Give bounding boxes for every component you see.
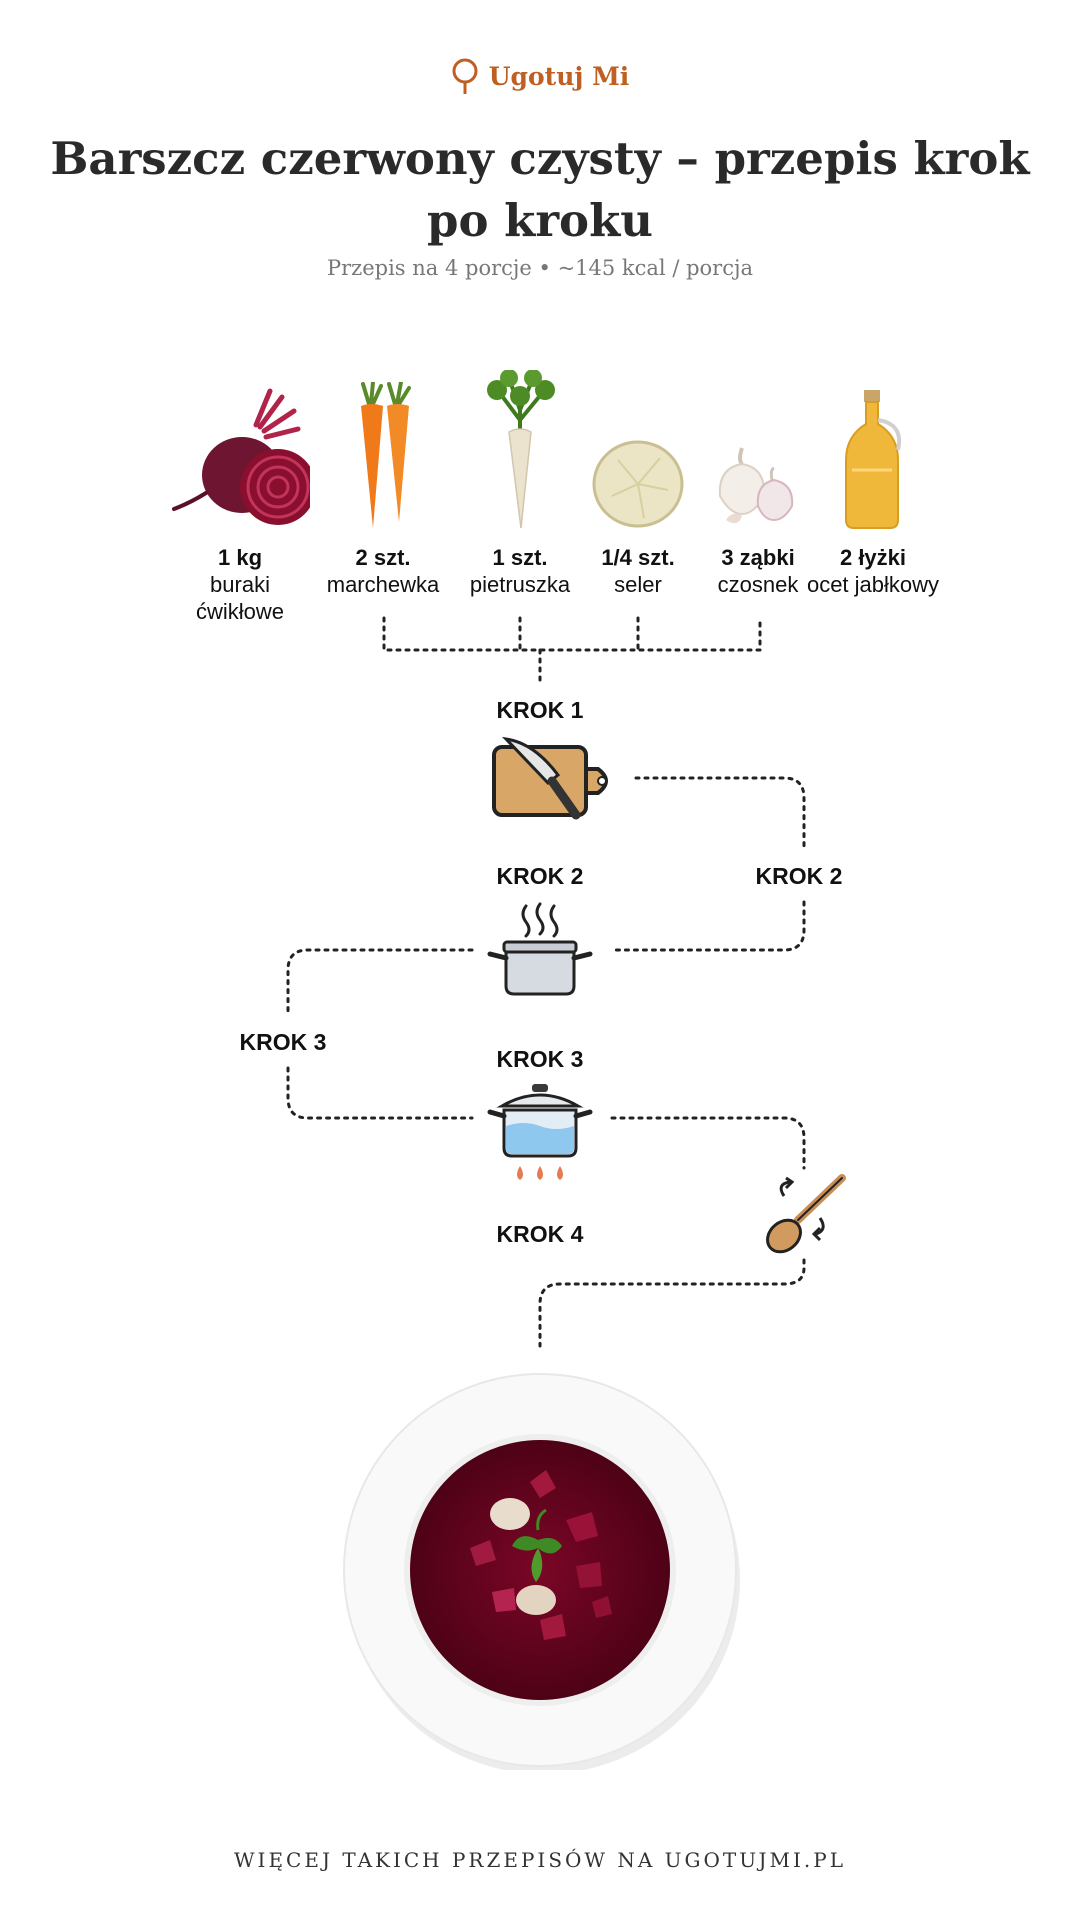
ingredient-qty: 1/4 szt. <box>601 545 675 570</box>
footer-link-text[interactable]: WIĘCEJ TAKICH PRZEPISÓW NA UGOTUJMI.PL <box>233 1848 847 1872</box>
step3-side-label: KROK 3 <box>239 1029 327 1055</box>
ingredient-celery-root: 1/4 szt.seler <box>568 380 708 598</box>
brand: Ugotuj Mi <box>0 58 1080 94</box>
ingredient-carrot: 2 szt.marchewka <box>313 380 453 598</box>
ingredient-qty: 1 szt. <box>492 545 548 570</box>
ingredient-name: pietruszka <box>469 572 571 597</box>
beetroot-icon <box>172 388 310 525</box>
ingredients-bracket <box>382 616 762 686</box>
brand-name: Ugotuj Mi <box>488 61 630 91</box>
carrot-icon <box>361 382 411 528</box>
ingredient-name: ocet jabłkowy <box>806 572 940 597</box>
ingredient-name: seler <box>614 572 662 597</box>
cutting-board-knife-icon <box>492 736 608 820</box>
step1-label: KROK 1 <box>496 697 584 723</box>
ingredient-qty: 2 szt. <box>355 545 411 570</box>
connector-step2-step3 <box>286 948 474 1120</box>
vinegar-bottle-icon <box>845 390 901 529</box>
steaming-pot-icon <box>487 902 593 996</box>
ingredient-parsley-root: 1 szt.pietruszka <box>450 370 590 598</box>
borscht-bowl-icon <box>343 1373 740 1770</box>
step2-side-label: KROK 2 <box>755 863 843 889</box>
step2-label: KROK 2 <box>496 863 584 889</box>
stirring-spoon-icon <box>766 1174 846 1254</box>
ingredient-name: buraki ćwikłowe <box>195 572 285 624</box>
boiling-pot-icon <box>487 1084 593 1180</box>
celery-root-icon <box>592 440 684 528</box>
location-pin-icon <box>452 58 478 94</box>
connector-step1-step2 <box>610 776 806 952</box>
parsley-root-icon <box>487 370 555 529</box>
garlic-icon <box>718 447 794 524</box>
page-subtitle: Przepis na 4 porcje • ~145 kcal / porcja <box>326 256 753 280</box>
connector-step3-step4 <box>538 1116 806 1348</box>
ingredient-name: czosnek <box>717 572 799 597</box>
page-title: Barszcz czerwony czysty – przepis krok p… <box>50 132 1030 247</box>
step3-label: KROK 3 <box>496 1046 584 1072</box>
ingredient-qty: 2 łyżki <box>839 545 907 570</box>
ingredient-qty: 1 kg <box>217 545 263 570</box>
ingredient-name: marchewka <box>326 572 440 597</box>
ingredient-qty: 3 ząbki <box>721 545 795 570</box>
step4-label: KROK 4 <box>496 1221 584 1247</box>
